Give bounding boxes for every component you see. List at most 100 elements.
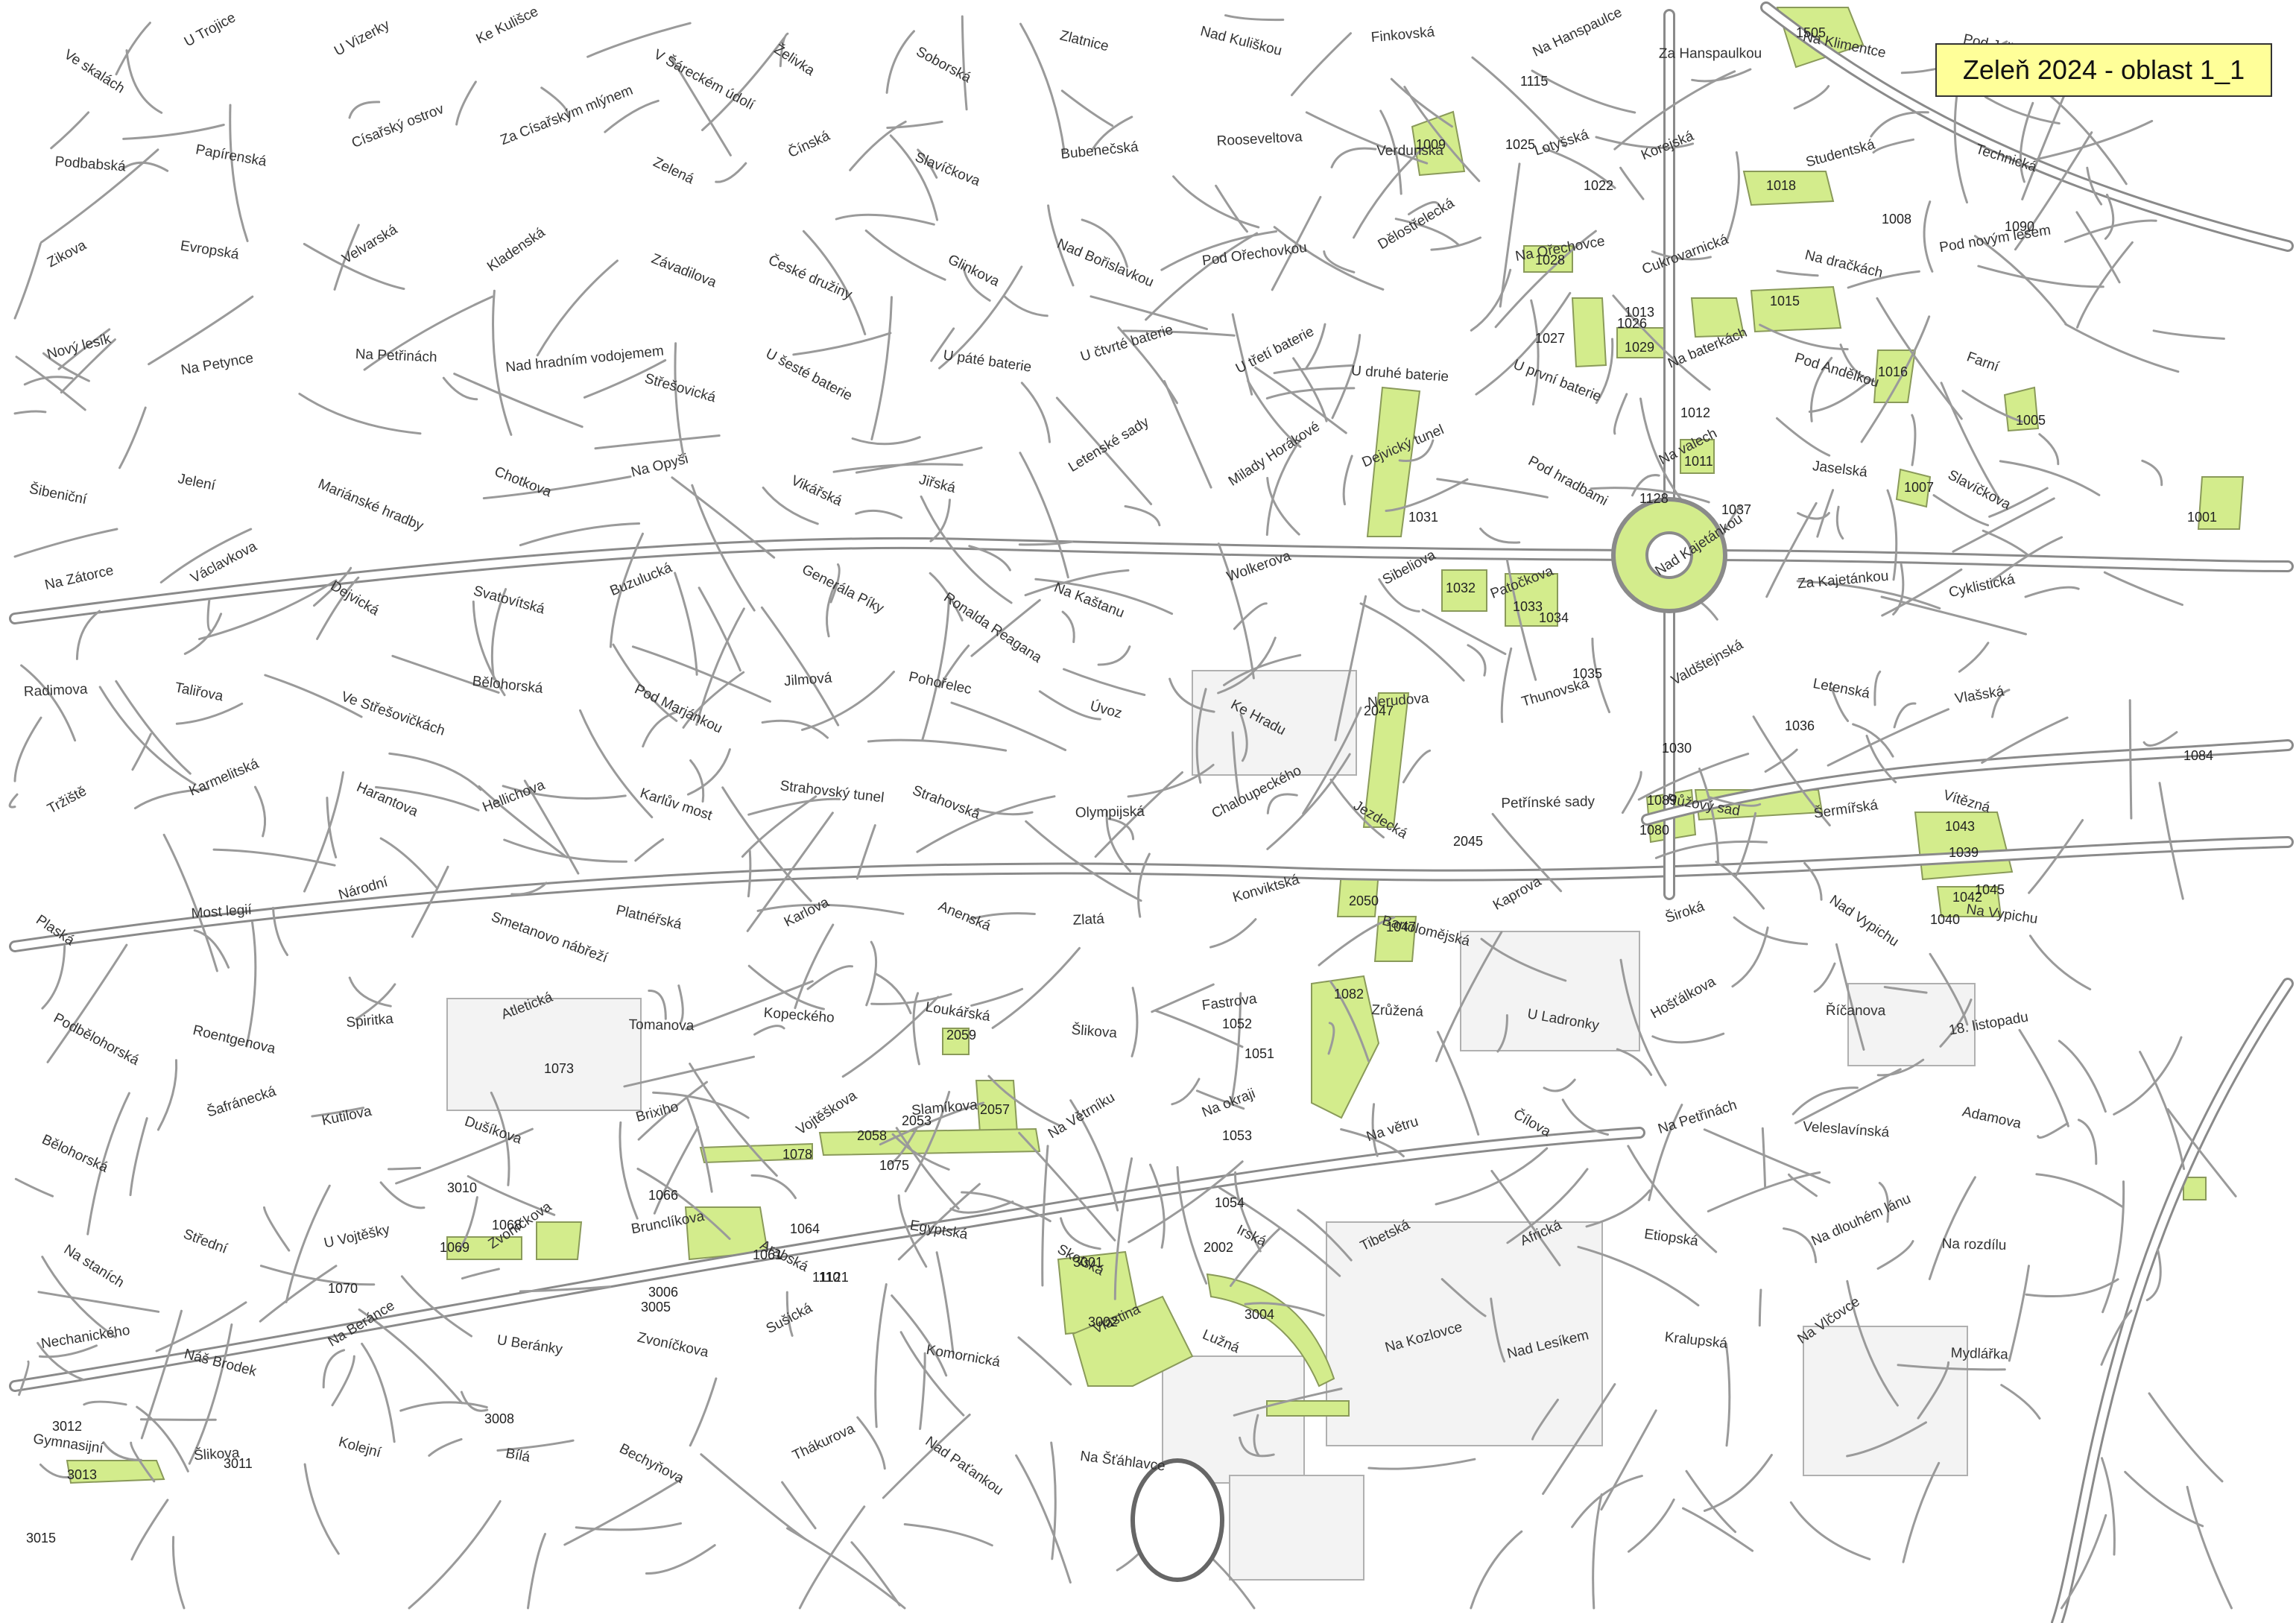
minor-road — [916, 795, 1056, 853]
minor-road — [2075, 211, 2121, 284]
minor-road — [912, 992, 920, 1066]
minor-road — [1803, 861, 1823, 901]
minor-road — [686, 748, 731, 796]
minor-road — [747, 964, 825, 1010]
parcel-label: 1040 — [1930, 912, 1960, 927]
green-parcel[interactable] — [1366, 386, 1421, 537]
green-parcel[interactable] — [1873, 349, 1917, 403]
parcel-label: 1005 — [2016, 413, 2046, 428]
minor-road — [1628, 1498, 1675, 1553]
minor-road — [1229, 1227, 1280, 1288]
minor-road — [1239, 1436, 1275, 1458]
green-parcel[interactable] — [2197, 476, 2245, 530]
green-parcel[interactable] — [1362, 692, 1410, 828]
parcel-label: 1043 — [1945, 819, 1975, 834]
minor-road — [1233, 1388, 1343, 1417]
parcel-label: 2002 — [1204, 1240, 1233, 1255]
minor-road — [1876, 1058, 1925, 1077]
minor-road — [2124, 1470, 2204, 1528]
minor-road — [829, 563, 841, 604]
minor-road — [1571, 1475, 1643, 1528]
green-parcel[interactable] — [1373, 916, 1417, 962]
minor-road — [1217, 542, 1255, 680]
green-parcel[interactable] — [536, 1221, 583, 1260]
minor-road — [13, 528, 118, 558]
parcel-label: 3008 — [484, 1411, 514, 1426]
minor-road — [1758, 1288, 1762, 1327]
minor-road — [348, 976, 392, 1007]
parcel-label: 1070 — [328, 1281, 358, 1296]
parcel-label: 1110 — [812, 1270, 840, 1285]
green-parcel[interactable] — [2003, 386, 2040, 432]
minor-road — [57, 328, 111, 370]
green-parcel[interactable] — [1690, 297, 1745, 338]
green-parcel[interactable] — [2183, 1177, 2207, 1200]
minor-road — [634, 838, 665, 862]
minor-road — [579, 709, 654, 819]
minor-road — [1379, 110, 1402, 195]
minor-road — [1266, 753, 1351, 850]
minor-road — [674, 342, 685, 458]
parcel-label: 1036 — [1785, 718, 1815, 733]
green-parcel[interactable] — [1523, 245, 1573, 273]
green-parcel[interactable] — [1441, 569, 1487, 612]
minor-road — [1480, 937, 1567, 982]
minor-road — [701, 36, 786, 131]
minor-road — [929, 499, 951, 542]
green-parcel[interactable] — [1776, 7, 1865, 69]
minor-road — [785, 1291, 794, 1337]
minor-road — [2101, 1457, 2116, 1556]
parcel-label: 1045 — [1975, 882, 2005, 897]
parcel-label: 1012 — [1680, 405, 1710, 420]
green-parcel[interactable] — [1895, 468, 1932, 508]
minor-road — [519, 1285, 611, 1293]
minor-road — [1398, 439, 1435, 463]
green-parcel[interactable] — [1936, 886, 2002, 917]
minor-road — [212, 848, 336, 867]
minor-road — [1648, 1104, 1683, 1201]
minor-road — [442, 376, 478, 401]
parcel-label: 1011 — [1684, 454, 1713, 469]
minor-road — [806, 965, 853, 990]
green-parcel[interactable] — [1742, 171, 1835, 206]
minor-road — [1209, 918, 1257, 949]
minor-road — [950, 701, 1067, 751]
building-block — [1460, 931, 1640, 1051]
green-parcel[interactable] — [1206, 1273, 1335, 1388]
minor-road — [1224, 14, 1285, 22]
minor-road — [1839, 344, 1876, 383]
minor-road — [333, 224, 360, 291]
green-parcel[interactable] — [1750, 285, 1842, 333]
green-parcel[interactable] — [942, 1028, 970, 1055]
minor-road — [1137, 852, 1151, 918]
minor-road — [355, 983, 396, 1021]
minor-road — [1794, 1068, 1902, 1124]
minor-road — [2037, 1121, 2069, 1139]
green-parcel[interactable] — [446, 1236, 522, 1260]
green-parcel[interactable] — [1680, 439, 1715, 474]
green-parcel[interactable] — [66, 1460, 165, 1484]
minor-road — [747, 850, 752, 898]
minor-road — [1491, 812, 1563, 893]
minor-road — [1902, 1461, 1941, 1563]
green-parcel[interactable] — [1571, 297, 1607, 368]
parcel-label: 2050 — [1349, 893, 1379, 908]
green-parcel[interactable] — [1266, 1400, 1350, 1417]
minor-road — [885, 30, 915, 94]
minor-road — [1470, 268, 1512, 332]
minor-road — [2035, 119, 2154, 161]
street-label: Petřínské sady — [1501, 794, 1596, 812]
minor-road — [1897, 1364, 2006, 1371]
parcel-label: 1028 — [1535, 253, 1565, 268]
minor-road — [60, 338, 116, 394]
minor-road — [1988, 487, 2049, 518]
minor-road — [46, 943, 128, 1063]
green-parcel[interactable] — [1311, 975, 1380, 1119]
green-parcel[interactable] — [1072, 1295, 1194, 1387]
minor-road — [1015, 1454, 1072, 1584]
minor-road — [1531, 1399, 1559, 1440]
minor-road — [929, 572, 964, 621]
minor-road — [1122, 329, 1236, 337]
